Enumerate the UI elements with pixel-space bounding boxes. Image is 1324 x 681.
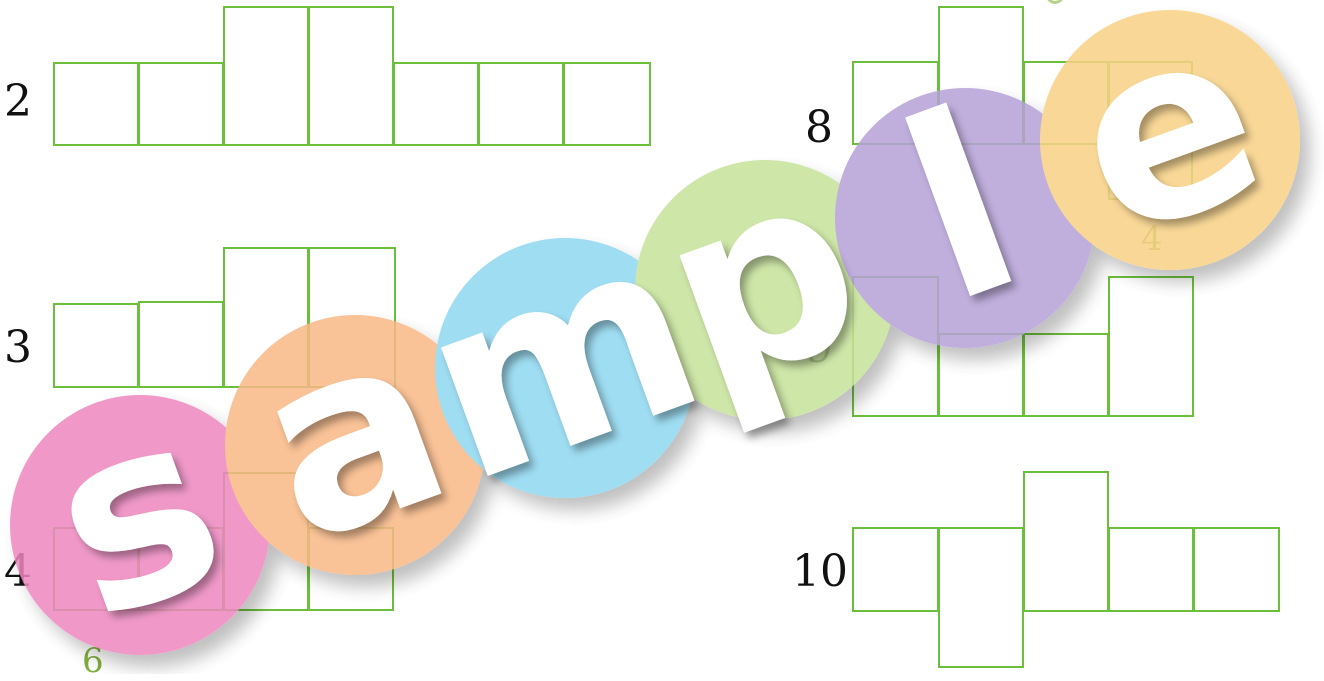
sample-watermark: s a m p l e bbox=[0, 0, 1324, 674]
worksheet-page: 2 3 4 6 8 4 9 bbox=[0, 0, 1324, 674]
